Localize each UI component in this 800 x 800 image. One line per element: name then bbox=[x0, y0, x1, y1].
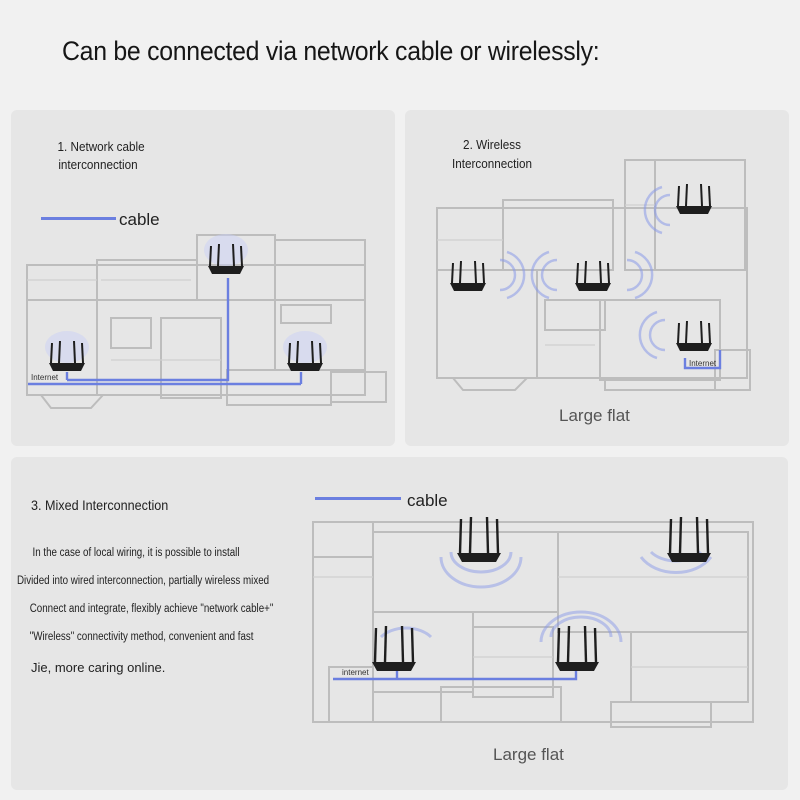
cable-legend-label: cable bbox=[407, 491, 448, 510]
panel3-caption: Large flat bbox=[493, 745, 564, 764]
router-icon bbox=[45, 331, 89, 371]
cable-legend-line bbox=[41, 217, 116, 220]
page-title: Can be connected via network cable or wi… bbox=[62, 36, 600, 66]
wifi-signal-icon bbox=[379, 550, 713, 643]
floor-plan: Internet bbox=[26, 234, 387, 409]
router-icon bbox=[450, 260, 486, 291]
router-icon bbox=[204, 234, 248, 274]
router-icon bbox=[575, 260, 611, 291]
panel3-heading: 3. Mixed Interconnection bbox=[31, 497, 169, 513]
panel2-internet-label: Internet bbox=[689, 359, 717, 368]
panel3-body-line-4: "Wireless" connectivity method, convenie… bbox=[29, 631, 254, 643]
panel-wireless: 2. Wireless Interconnection Large flat I… bbox=[405, 110, 789, 446]
router-icon bbox=[283, 331, 327, 371]
panel-mixed: 3. Mixed Interconnection In the case of … bbox=[11, 457, 788, 790]
panel2-heading-line1: 2. Wireless bbox=[463, 137, 521, 152]
panel3-body-line-2: Divided into wired interconnection, part… bbox=[17, 575, 270, 587]
floor-plan: Internet bbox=[436, 159, 751, 391]
panel2-heading-line2: Interconnection bbox=[451, 156, 533, 171]
router-icon bbox=[676, 320, 712, 351]
cable-legend-line bbox=[315, 497, 401, 500]
panel3-body-line-5: Jie, more caring online. bbox=[31, 660, 166, 675]
floor-plan: internet bbox=[312, 516, 754, 728]
panel3-body-line-1: In the case of local wiring, it is possi… bbox=[32, 547, 240, 559]
panel1-internet-label: Internet bbox=[31, 373, 59, 382]
panel2-caption: Large flat bbox=[559, 406, 630, 425]
wifi-signal-icon bbox=[499, 185, 671, 360]
panel3-body-line-3: Connect and integrate, flexibly achieve … bbox=[29, 603, 274, 615]
router-icon bbox=[372, 625, 416, 671]
router-icon bbox=[457, 516, 501, 562]
panel-network-cable: 1. Network cable interconnection cable bbox=[11, 110, 395, 446]
router-icon bbox=[676, 183, 712, 214]
router-icon bbox=[555, 625, 599, 671]
cable-legend-label: cable bbox=[119, 210, 160, 229]
panel3-internet-label: internet bbox=[342, 668, 369, 677]
panel1-heading-line1: 1. Network cable bbox=[57, 139, 145, 154]
panel1-heading-line2: interconnection bbox=[58, 157, 138, 172]
router-icon bbox=[667, 516, 711, 562]
